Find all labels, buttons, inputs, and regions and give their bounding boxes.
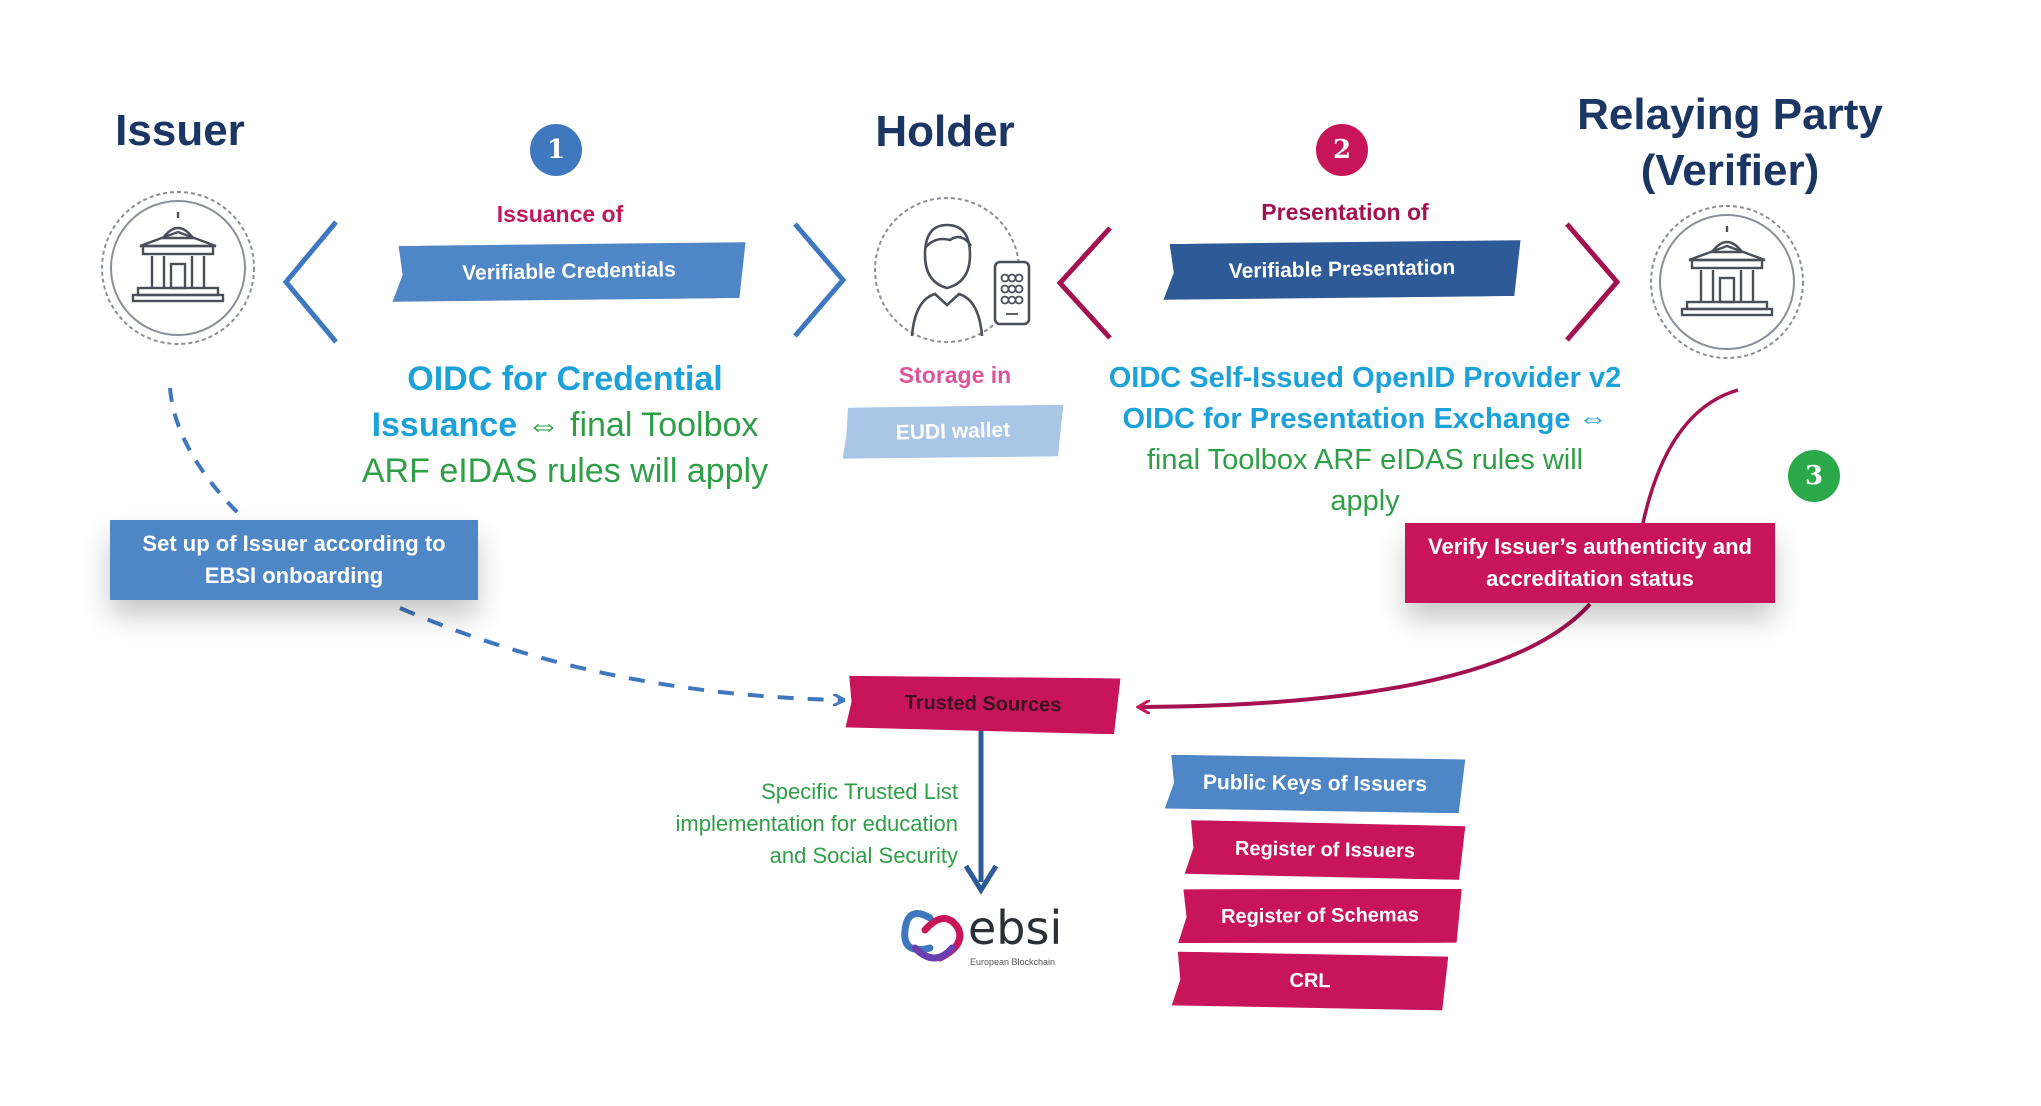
issuance-protocol-line2-rest: ⇔ final Toolbox [517, 406, 759, 444]
trusted-list-note-line1: Specific Trusted List [761, 779, 958, 804]
issuance-caption: Issuance of [496, 201, 624, 227]
onboarding-dashed-arrow [399, 606, 842, 700]
presentation-protocol-line1: OIDC Self-Issued OpenID Provider v2 [1108, 362, 1622, 394]
registry-crl: CRL [1172, 952, 1449, 1011]
registry-issuers: Register of Issuers [1185, 820, 1466, 880]
storage-caption: Storage in [898, 362, 1012, 388]
verify-issuer-box: Verify Issuer’s authenticity and accredi… [1405, 523, 1775, 603]
verify-issuer-line2: accreditation status [1486, 566, 1694, 591]
issuer-title: Issuer [115, 106, 245, 155]
issuance-protocol-line2-bold: Issuance [371, 406, 518, 444]
verify-issuer-line1: Verify Issuer’s authenticity and [1427, 534, 1752, 560]
issuer-setup-line2: EBSI onboarding [204, 563, 384, 588]
holder-title: Holder [875, 107, 1015, 156]
verify-trusted-sources-arrow [1140, 602, 1592, 707]
issuance-protocol-text: OIDC for Credential Issuance ⇔ final Too… [350, 356, 780, 494]
registry-schemas: Register of Schemas [1178, 887, 1462, 945]
issuance-protocol-line1: OIDC for Credential [407, 360, 723, 398]
issuance-right-chevron [793, 222, 847, 338]
trusted-list-note: Specific Trusted List implementation for… [600, 776, 959, 872]
presentation-protocol-text: OIDC Self-Issued OpenID Provider v2 OIDC… [1105, 358, 1625, 522]
step-1-badge: 1 [530, 124, 582, 176]
trusted-sources-ribbon: Trusted Sources [846, 674, 1121, 735]
trusted-list-note-line3: and Social Security [769, 842, 958, 868]
presentation-protocol-line3: final Toolbox ARF eIDAS rules will [1146, 444, 1584, 476]
trusted-sources-ebsi-arrow-head [963, 864, 999, 895]
issuance-protocol-line3: ARF eIDAS rules will apply [361, 452, 769, 490]
smartphone-icon [993, 260, 1031, 326]
presentation-caption: Presentation of [1261, 199, 1429, 225]
verifier-verify-connector [1641, 388, 1739, 524]
verifiable-credentials-ribbon: Verifiable Credentials [392, 240, 747, 304]
ebsi-logo-tagline: European Blockchain [970, 957, 1056, 967]
ebsi-logo-mark [901, 910, 964, 962]
relying-party-title-line2: (Verifier) [1640, 146, 1820, 195]
eudi-wallet-ribbon: EUDI wallet [841, 402, 1064, 462]
verifier-building-icon [1650, 205, 1804, 359]
issuer-setup-line1: Set up of Issuer according to [142, 531, 446, 557]
relying-party-title-line1: Relaying Party [1577, 90, 1883, 139]
issuer-setup-box: Set up of Issuer according to EBSI onboa… [110, 520, 478, 600]
presentation-left-chevron [1056, 226, 1112, 340]
step-3-badge: 3 [1788, 450, 1840, 502]
ebsi-logo-text: ebsi [968, 901, 1063, 955]
step-2-badge: 2 [1316, 124, 1368, 176]
issuance-left-chevron [282, 220, 338, 344]
presentation-right-chevron [1565, 222, 1621, 342]
verifiable-presentation-ribbon: Verifiable Presentation [1163, 238, 1522, 302]
presentation-protocol-line4: apply [1330, 485, 1400, 517]
registry-public-keys: Public Keys of Issuers [1165, 755, 1465, 814]
trusted-list-note-line2: implementation for education [675, 810, 959, 836]
issuer-building-icon [101, 191, 255, 345]
presentation-protocol-line2: OIDC for Presentation Exchange ⇔ [1122, 403, 1608, 435]
issuer-setup-dashed-connector [168, 387, 242, 517]
